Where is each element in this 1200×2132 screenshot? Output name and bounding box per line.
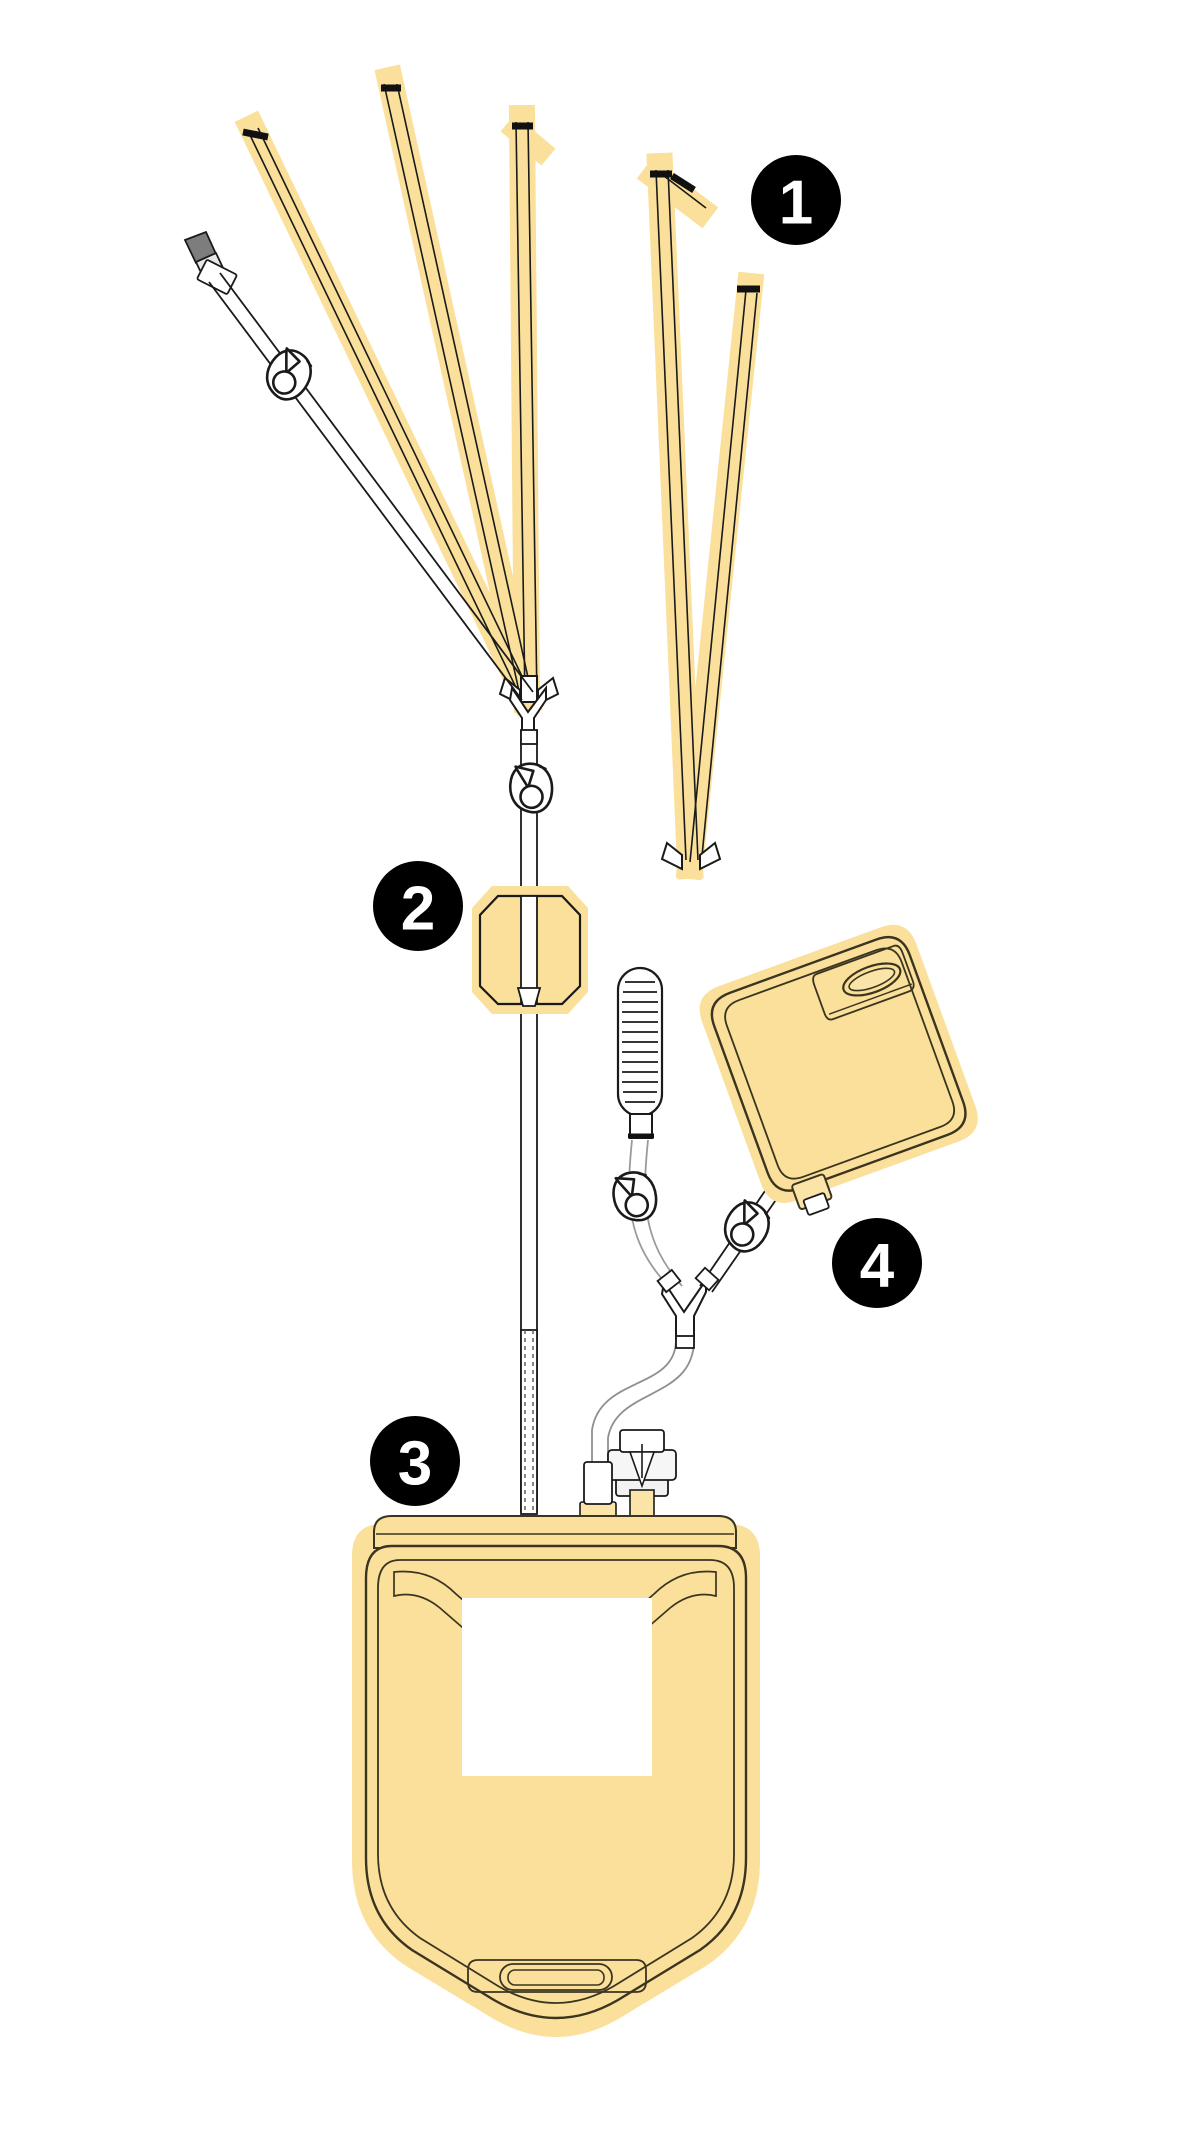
donor-needle-assembly: [183, 230, 238, 295]
trunk-collar: [520, 729, 538, 745]
callout-1-label: 1: [779, 169, 813, 238]
upper-y-junction: [508, 685, 547, 737]
callout-1-circle: [751, 155, 841, 245]
primary-bag-label-window: [462, 1598, 652, 1776]
callout-1[interactable]: 1: [751, 155, 841, 245]
tube-clamps-array: [234, 64, 765, 881]
filter-chamber-ribs: [622, 981, 658, 1103]
satellite-bag: [699, 924, 978, 1216]
satellite-hanger-hole-inner: [848, 967, 896, 992]
primary-bag-hanger-slot: [467, 1959, 647, 1993]
tube-arm-lines: [248, 83, 758, 867]
y-to-bag-tube: [591, 1339, 695, 1512]
callout-2[interactable]: 2: [373, 861, 463, 951]
sample-pouch-outlet: [516, 987, 542, 1007]
satellite-hanger-hole: [842, 962, 902, 997]
callout-4-circle: [832, 1218, 922, 1308]
callout-3[interactable]: 3: [370, 1416, 460, 1506]
satellite-bag-body: [710, 935, 967, 1192]
satellite-bag-seam: [724, 947, 956, 1180]
tube-end-seals: [242, 84, 760, 293]
y-outlet-collar: [675, 1335, 695, 1349]
callout-4[interactable]: 4: [832, 1218, 922, 1308]
tube-arm-highlights: [234, 64, 765, 881]
satellite-band-line: [828, 983, 913, 1015]
callout-4-label: 4: [860, 1232, 895, 1301]
port-ribbed-tube: [520, 1329, 538, 1515]
primary-bag-inner-seam: [377, 1559, 735, 2004]
callout-2-circle: [373, 861, 463, 951]
callout-badges: 1 2 3 4: [370, 155, 922, 1506]
callout-3-label: 3: [398, 1430, 432, 1499]
donor-tube-line: [208, 272, 534, 701]
sample-pouch: [472, 886, 588, 1014]
callout-2-label: 2: [401, 875, 435, 944]
lower-y-junction: [656, 1266, 720, 1341]
primary-collection-bag: [352, 1329, 760, 2037]
ribbed-filter-chamber: [616, 966, 664, 1139]
satellite-bag-port-collar: [802, 1192, 830, 1216]
primary-bag-port-manifold: [373, 1515, 737, 1549]
port-outlet-tube: [579, 1461, 617, 1519]
satellite-hanger-band: [812, 944, 915, 1021]
callout-3-circle: [370, 1416, 460, 1506]
